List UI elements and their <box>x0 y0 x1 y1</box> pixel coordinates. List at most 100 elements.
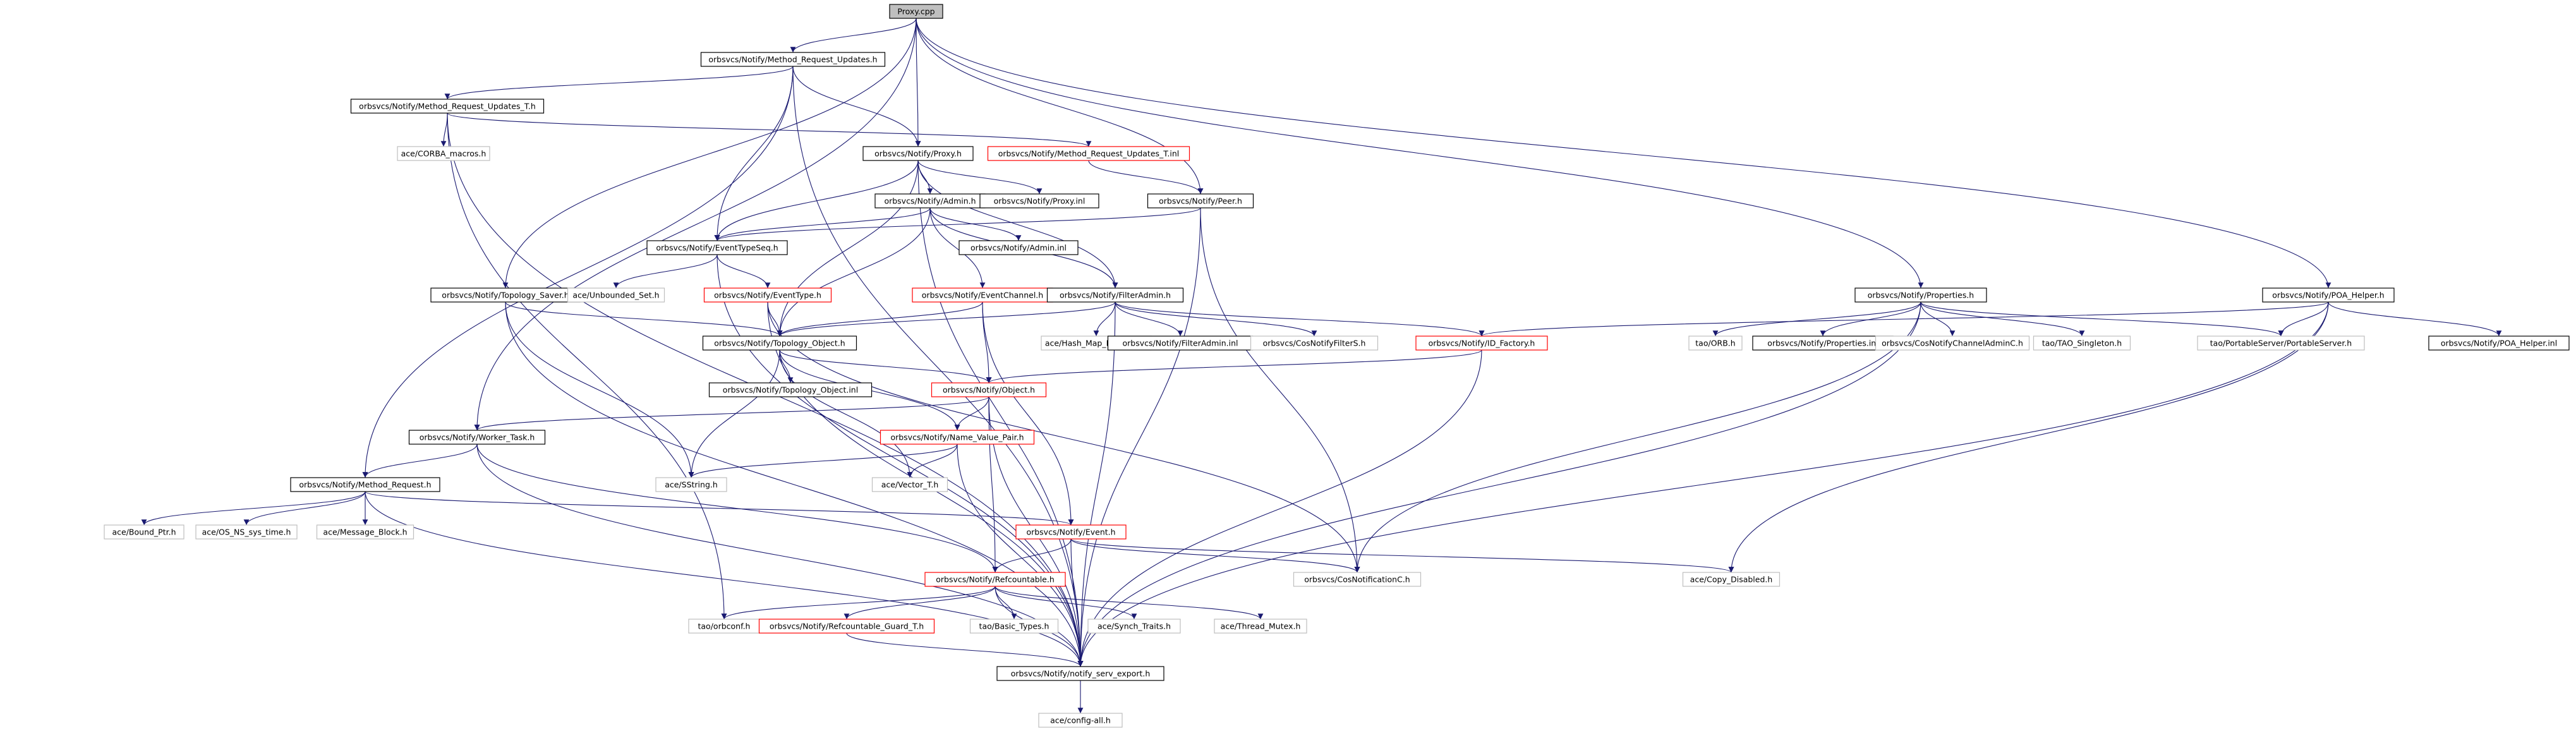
edge-path <box>1088 160 1204 195</box>
edge-proxy_h-to-topo_obj <box>777 160 919 337</box>
node-box <box>924 572 1066 587</box>
edge-peer_h-to-cos_notif <box>1200 207 1360 573</box>
edge-proxy_cpp-to-mru_h <box>790 18 917 53</box>
edge-method_request-to-event_h <box>365 491 1074 526</box>
node-box <box>700 52 886 67</box>
edge-path <box>1070 538 1734 573</box>
edge-poa_helper-to-serv_export <box>1077 301 2329 667</box>
edge-refcountable-to-refc_guard <box>844 586 996 620</box>
node-mru_t_inl[interactable]: orbsvcs/Notify/Method_Request_Updates_T.… <box>987 146 1190 161</box>
edge-filteradmin_h-to-cos_filter <box>1115 301 1317 337</box>
node-serv_export[interactable]: orbsvcs/Notify/notify_serv_export.h <box>996 666 1164 681</box>
node-label: tao/Basic_Types.h <box>979 622 1049 631</box>
node-label: orbsvcs/Notify/Properties.inl <box>1767 339 1878 348</box>
node-peer_h[interactable]: orbsvcs/Notify/Peer.h <box>1147 193 1254 208</box>
node-eventchannel_h[interactable]: orbsvcs/Notify/EventChannel.h <box>912 287 1053 303</box>
node-label: tao/PortableServer/PortableServer.h <box>2210 339 2352 348</box>
edge-path <box>790 18 917 53</box>
node-ets_h[interactable]: orbsvcs/Notify/EventTypeSeq.h <box>646 240 788 255</box>
edge-filteradmin_h-to-serv_export <box>1077 301 1116 667</box>
edge-event_h-to-cos_notif <box>1070 538 1360 573</box>
node-nvp_h[interactable]: orbsvcs/Notify/Name_Value_Pair.h <box>880 430 1035 445</box>
node-topo_saver[interactable]: orbsvcs/Notify/Topology_Saver.h <box>430 287 581 303</box>
node-mru_h[interactable]: orbsvcs/Notify/Method_Request_Updates.h <box>700 52 886 67</box>
node-box <box>1250 335 1379 351</box>
node-proxy_cpp[interactable]: Proxy.cpp <box>889 4 943 19</box>
node-box <box>703 287 832 303</box>
node-label: orbsvcs/Notify/Method_Request_Updates.h <box>708 55 877 64</box>
node-box <box>1046 287 1184 303</box>
node-properties_h[interactable]: orbsvcs/Notify/Properties.h <box>1854 287 1987 303</box>
node-box <box>931 382 1047 397</box>
node-topo_obj_inl[interactable]: orbsvcs/Notify/Topology_Object.inl <box>708 382 873 397</box>
node-worker_task[interactable]: orbsvcs/Notify/Worker_Task.h <box>408 430 546 445</box>
edge-topo_saver-to-topo_obj <box>505 301 783 337</box>
node-label: orbsvcs/Notify/Refcountable_Guard_T.h <box>770 622 924 631</box>
edge-path <box>792 66 1084 667</box>
edge-ets_h-to-serv_export <box>717 254 1084 667</box>
node-proxy_inl[interactable]: orbsvcs/Notify/Proxy.inl <box>979 193 1099 208</box>
node-label: orbsvcs/Notify/FilterAdmin.inl <box>1122 339 1238 348</box>
node-poa_helper[interactable]: orbsvcs/Notify/POA_Helper.h <box>2262 287 2395 303</box>
edge-path <box>929 207 1022 241</box>
edge-refcountable-to-tao_orbconf <box>721 586 996 620</box>
edge-path <box>714 66 794 241</box>
node-box <box>1415 335 1548 351</box>
node-box <box>1214 619 1307 634</box>
node-label: orbsvcs/Notify/Properties.h <box>1868 291 1974 300</box>
edge-path <box>1200 207 1360 573</box>
edge-mru_h-to-ets_h <box>714 66 794 241</box>
node-filteradmin_h[interactable]: orbsvcs/Notify/FilterAdmin.h <box>1046 287 1184 303</box>
node-box <box>397 146 490 161</box>
node-label: ace/CORBA_macros.h <box>401 149 487 159</box>
edge-method_request-to-os_ns_sys_time <box>243 491 366 526</box>
node-event_h[interactable]: orbsvcs/Notify/Event.h <box>1015 524 1127 540</box>
node-topo_obj[interactable]: orbsvcs/Notify/Topology_Object.h <box>702 335 857 351</box>
node-label: ace/Unbounded_Set.h <box>572 291 659 300</box>
edge-mru_h-to-proxy_h <box>792 66 921 147</box>
node-admin_h[interactable]: orbsvcs/Notify/Admin.h <box>874 193 986 208</box>
node-object_h[interactable]: orbsvcs/Notify/Object.h <box>931 382 1047 397</box>
node-refc_guard[interactable]: orbsvcs/Notify/Refcountable_Guard_T.h <box>758 619 935 634</box>
edge-properties_h-to-portable_server <box>1920 301 2284 337</box>
node-box <box>889 4 943 19</box>
node-refcountable[interactable]: orbsvcs/Notify/Refcountable.h <box>924 572 1066 587</box>
node-box <box>2428 335 2570 351</box>
node-proxy_h[interactable]: orbsvcs/Notify/Proxy.h <box>862 146 974 161</box>
edge-properties_h-to-properties_inl <box>1820 301 1921 337</box>
edge-path <box>2278 301 2329 337</box>
edge-path <box>995 586 1264 620</box>
edge-path <box>362 66 794 478</box>
node-box <box>195 524 298 540</box>
node-label: orbsvcs/Notify/Method_Request_Updates_T.… <box>359 102 536 111</box>
node-box <box>1688 335 1743 351</box>
node-label: orbsvcs/CosNotifyChannelAdminC.h <box>1882 339 2023 348</box>
edge-path <box>917 160 1043 195</box>
edge-path <box>2328 301 2502 337</box>
node-mru_t_h[interactable]: orbsvcs/Notify/Method_Request_Updates_T.… <box>350 99 545 114</box>
node-box <box>1038 713 1123 728</box>
node-id_factory[interactable]: orbsvcs/Notify/ID_Factory.h <box>1415 335 1548 351</box>
node-box <box>1087 619 1181 634</box>
edge-admin_h-to-eventchannel_h <box>929 207 986 289</box>
edge-id_factory-to-serv_export <box>1077 349 1482 667</box>
edge-path <box>986 349 1482 384</box>
node-poa_helper_inl[interactable]: orbsvcs/Notify/POA_Helper.inl <box>2428 335 2570 351</box>
node-label: orbsvcs/CosNotifyFilterS.h <box>1263 339 1366 348</box>
node-box <box>871 477 948 492</box>
node-admin_inl[interactable]: orbsvcs/Notify/Admin.inl <box>958 240 1079 255</box>
edge-path <box>777 207 931 337</box>
edge-admin_h-to-topo_obj <box>777 207 931 337</box>
node-properties_inl[interactable]: orbsvcs/Notify/Properties.inl <box>1752 335 1894 351</box>
node-config_all: ace/config-all.h <box>1038 713 1123 728</box>
edge-path <box>1093 301 1116 337</box>
node-filteradmin_inl[interactable]: orbsvcs/Notify/FilterAdmin.inl <box>1107 335 1254 351</box>
edge-path <box>779 349 992 384</box>
edge-path <box>916 18 2331 289</box>
edge-mru_h-to-serv_export <box>792 66 1084 667</box>
edge-properties_h-to-cos_notif <box>1354 301 1921 573</box>
node-method_request[interactable]: orbsvcs/Notify/Method_Request.h <box>290 477 440 492</box>
node-box <box>350 99 545 114</box>
node-eventtype_h[interactable]: orbsvcs/Notify/EventType.h <box>703 287 832 303</box>
